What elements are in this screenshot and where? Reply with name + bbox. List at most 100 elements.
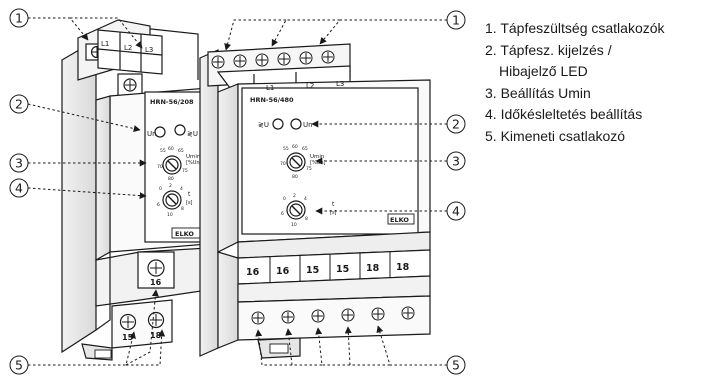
small-model-label: HRN-56/208 <box>150 98 194 106</box>
small-output-15: 15 <box>122 333 134 342</box>
small-umin-tick: 65 <box>178 148 184 154</box>
legend-text: Időkésleltetés beállítás <box>500 106 643 122</box>
legend-text: Kimeneti csatlakozó <box>500 127 626 144</box>
callout-circle-5-right <box>446 355 466 375</box>
small-terminal-l2: L2 <box>124 44 132 52</box>
callout-number-5: 5 <box>452 358 460 373</box>
large-umin-unit: [%Un] <box>310 160 326 166</box>
large-led-fault-label: ≷U <box>258 121 269 129</box>
small-umin-label: Umin <box>186 154 201 160</box>
large-umin-tick: 60 <box>292 144 298 150</box>
large-terminal-l1: L1 <box>266 84 274 92</box>
small-device-labels: L1 L2 L3 HRN-56/208 Un ≷U Umin [%Un] 55 … <box>101 40 202 342</box>
large-device-labels: L1 L2 L3 HRN-56/480 ≷U Un Umin [%Un] 55 … <box>246 80 410 278</box>
large-terminal-l2: L2 <box>306 82 314 90</box>
small-umin-unit: [%Un] <box>186 160 202 166</box>
legend: 1. Tápfeszültség csatlakozók 2. Tápfesz.… <box>485 18 725 147</box>
large-umin-label: Umin <box>310 154 325 160</box>
large-terminal-label: 18 <box>396 262 410 273</box>
legend-number: 1. <box>485 20 497 36</box>
large-umin-tick: 75 <box>306 166 312 172</box>
large-terminal-label: 18 <box>366 263 380 274</box>
small-umin-tick: 55 <box>160 148 166 154</box>
small-time-tick: 8 <box>181 206 184 212</box>
large-time-tick: 4 <box>304 196 307 202</box>
small-time-tick: 0 <box>159 186 162 192</box>
callout-circle-3-left <box>9 153 29 173</box>
small-led-fault-label: ≷U <box>187 130 198 138</box>
legend-text: Tápfesz. kijelzés / <box>500 41 612 58</box>
callout-circle-3-right <box>446 151 466 171</box>
small-brand-logo: ELKO <box>175 230 194 238</box>
callout-circle-4-right <box>446 201 466 221</box>
small-umin-tick: 60 <box>168 146 174 152</box>
large-time-tick: 6 <box>281 211 284 217</box>
callout-markers <box>9 8 466 375</box>
legend-number: 5. <box>485 127 497 144</box>
small-time-tick: 10 <box>167 212 173 218</box>
large-umin-tick: 80 <box>292 174 298 180</box>
small-umin-tick: 80 <box>168 176 174 182</box>
legend-item-3: 3. Beállítás Umin <box>485 83 725 105</box>
large-led-un-label: Un <box>303 121 313 129</box>
large-time-unit: [s] <box>330 210 337 216</box>
small-time-tick: 2 <box>169 183 172 189</box>
callout-circle-2-left <box>9 94 29 114</box>
small-terminal-l3: L3 <box>145 46 153 54</box>
large-time-label: t <box>332 201 335 208</box>
large-relay-device <box>199 43 431 359</box>
callout-number-1: 1 <box>15 11 23 26</box>
legend-item-2: 2. Tápfesz. kijelzés / Hibajelző LED <box>485 40 725 83</box>
large-terminal-label: 16 <box>276 266 290 277</box>
callout-circle-5-left <box>9 355 29 375</box>
legend-text: Beállítás Umin <box>500 84 591 101</box>
legend-item-4: 4. Időkésleltetés beállítás <box>485 104 725 126</box>
callout-number-3: 3 <box>452 154 460 169</box>
small-umin-tick: 70 <box>157 164 163 170</box>
legend-item-1: 1. Tápfeszültség csatlakozók <box>485 18 725 40</box>
callout-number-4: 4 <box>452 204 460 219</box>
legend-number: 2. <box>485 41 497 58</box>
small-umin-tick: 75 <box>182 168 188 174</box>
callout-circle-2-right <box>446 114 466 134</box>
large-umin-tick: 65 <box>302 146 308 152</box>
callout-circle-4-left <box>9 178 29 198</box>
large-time-tick: 2 <box>293 193 296 199</box>
callout-number-2: 2 <box>452 117 460 132</box>
small-relay-device <box>61 19 209 361</box>
large-terminal-l3: L3 <box>336 80 344 88</box>
callout-circle-1-right <box>446 10 466 30</box>
small-time-unit: [s] <box>186 200 193 206</box>
small-output-16: 16 <box>150 278 162 287</box>
large-time-tick: 0 <box>283 196 286 202</box>
small-output-18: 18 <box>150 331 162 340</box>
large-terminal-label: 15 <box>306 265 319 276</box>
callout-numbers: 1 1 2 3 4 2 3 4 5 5 <box>15 11 460 373</box>
small-led-un-label: Un <box>147 130 157 138</box>
large-model-label: HRN-56/480 <box>250 96 294 104</box>
large-terminal-label: 15 <box>336 264 349 275</box>
callout-circle-1-left <box>9 8 29 28</box>
large-umin-tick: 55 <box>283 146 289 152</box>
callout-leaders <box>27 17 447 366</box>
legend-text-continued: Hibajelző LED <box>499 63 588 79</box>
large-time-tick: 10 <box>291 222 297 228</box>
legend-text: Tápfeszültség csatlakozók <box>500 20 665 36</box>
legend-number: 4. <box>485 106 497 122</box>
callout-number-2: 2 <box>15 97 23 112</box>
large-umin-tick: 70 <box>280 161 286 167</box>
large-brand-logo: ELKO <box>390 216 409 224</box>
callout-number-3: 3 <box>15 156 23 171</box>
large-terminal-label: 16 <box>246 267 260 278</box>
callout-number-4: 4 <box>15 181 23 196</box>
callout-number-5: 5 <box>15 358 23 373</box>
legend-item-5: 5. Kimeneti csatlakozó <box>485 126 725 148</box>
small-terminal-l1: L1 <box>101 40 109 48</box>
callout-number-1: 1 <box>452 13 460 28</box>
small-time-tick: 6 <box>157 202 160 208</box>
small-time-tick: 4 <box>180 186 183 192</box>
small-time-label: t <box>188 191 191 198</box>
large-time-tick: 8 <box>305 216 308 222</box>
legend-number: 3. <box>485 84 497 101</box>
